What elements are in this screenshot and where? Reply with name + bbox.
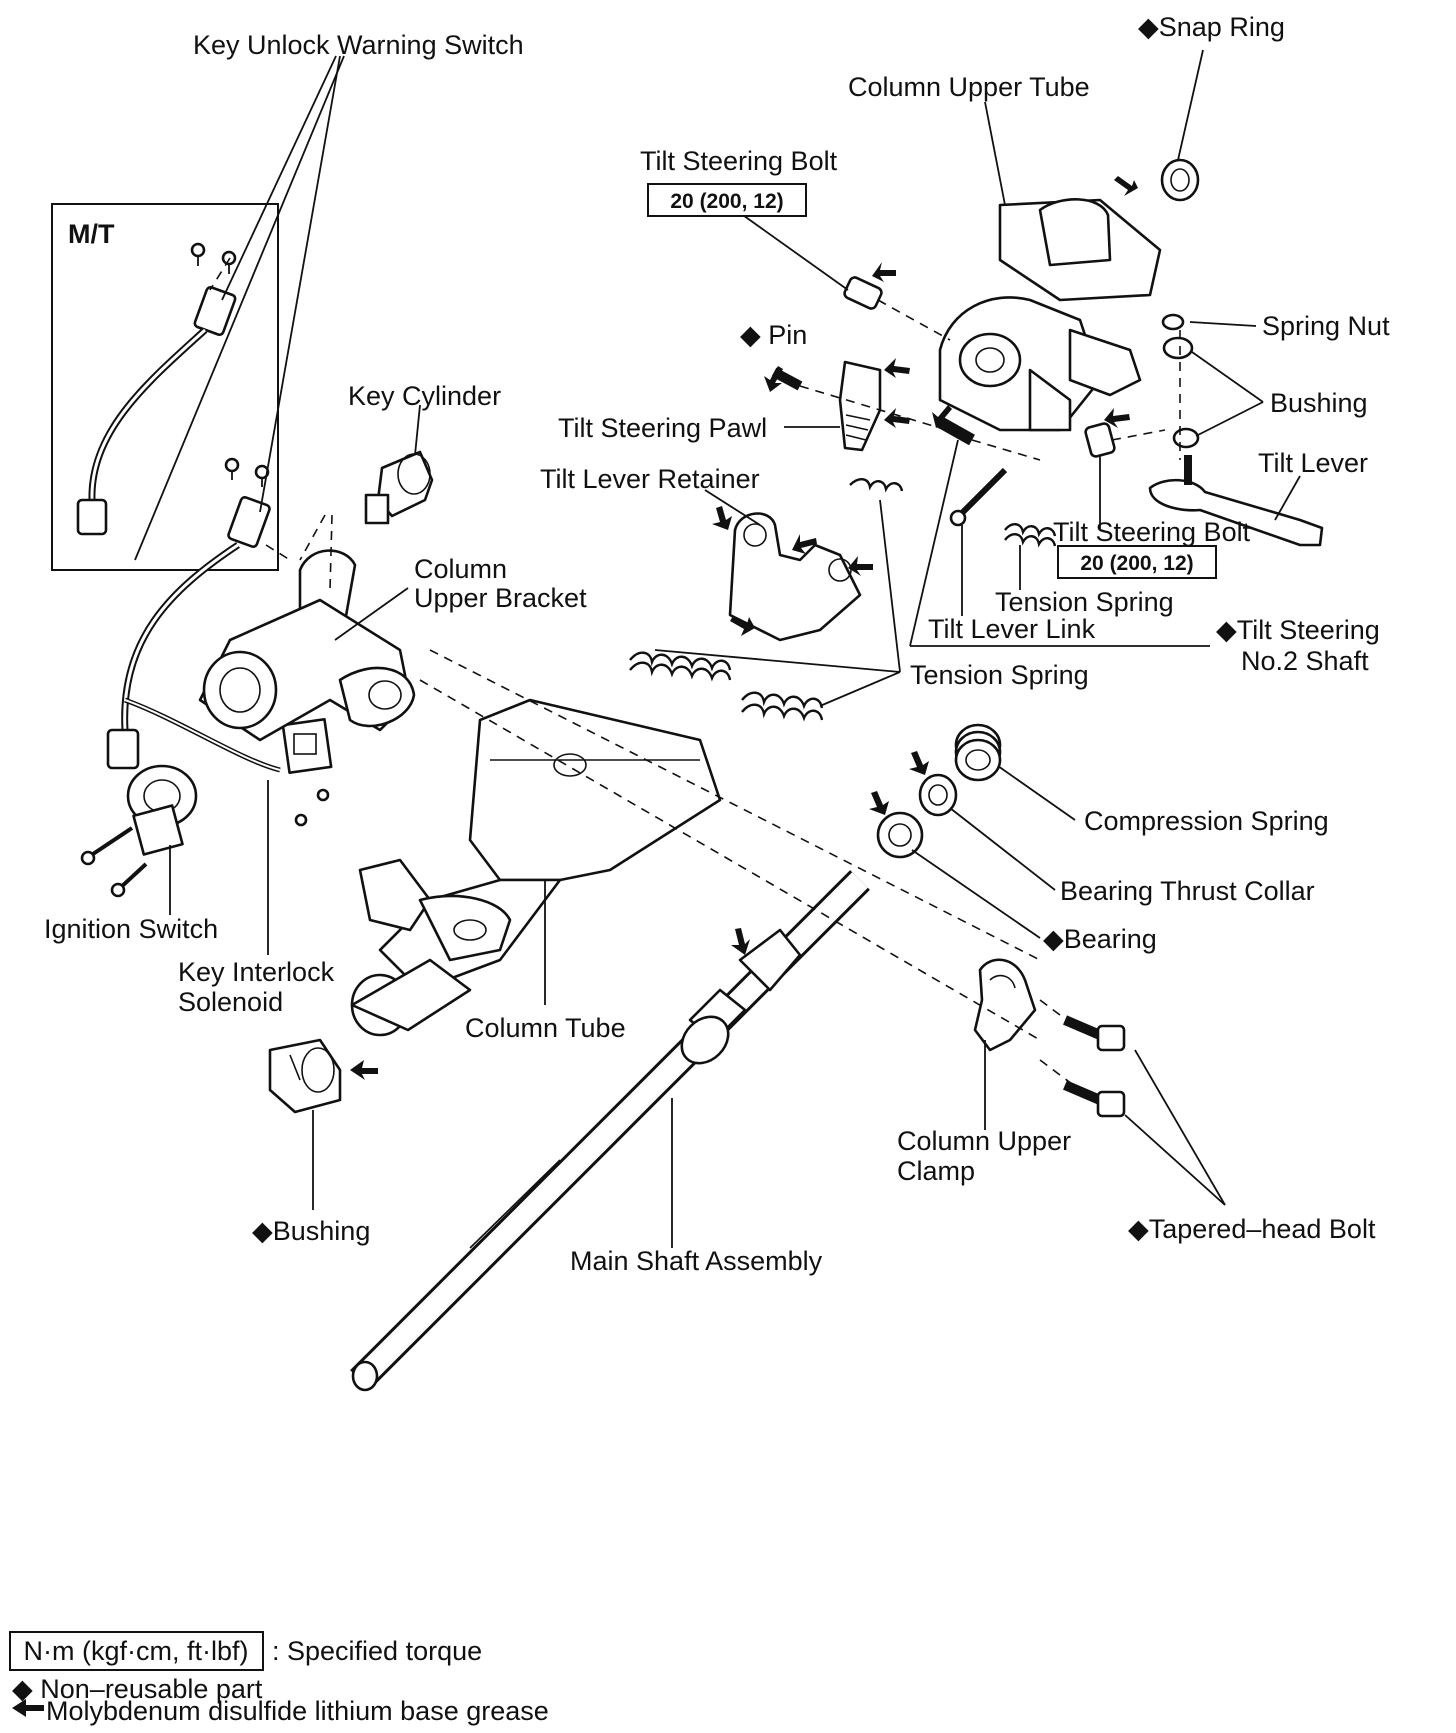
grease-arrow xyxy=(1104,408,1130,428)
tilt-lever-retainer-part xyxy=(728,512,862,642)
bushing-bottom-part xyxy=(268,1038,342,1114)
label-bearing: ◆Bearing xyxy=(1043,924,1157,954)
label-bushing-bottom: ◆Bushing xyxy=(252,1216,370,1246)
label-tilt-lever: Tilt Lever xyxy=(1258,448,1368,478)
tilt-steering-bolt-top-part xyxy=(843,276,883,310)
grease-arrow xyxy=(932,405,952,428)
tilt-steering-bolt-mid-part xyxy=(1084,422,1116,458)
label-main-shaft-assembly: Main Shaft Assembly xyxy=(570,1246,823,1276)
label-tension-spring-mid: Tension Spring xyxy=(995,587,1174,617)
label-column-upper-clamp-1: Column Upper xyxy=(897,1126,1071,1156)
grease-arrow xyxy=(1114,176,1138,196)
label-pin: ◆ Pin xyxy=(740,320,807,350)
grease-arrow xyxy=(872,262,896,282)
label-spring-nut: Spring Nut xyxy=(1262,311,1390,341)
label-column-upper-tube: Column Upper Tube xyxy=(848,72,1090,102)
snap-ring-part xyxy=(1160,158,1200,202)
label-column-upper-clamp-2: Clamp xyxy=(897,1156,975,1186)
label-tension-spring-low: Tension Spring xyxy=(910,660,1089,690)
label-tapered-head-bolt: ◆Tapered–head Bolt xyxy=(1128,1214,1376,1244)
label-bearing-thrust-collar: Bearing Thrust Collar xyxy=(1060,876,1315,906)
label-key-interlock-solenoid-2: Solenoid xyxy=(178,987,283,1017)
tilt-steering-no2-shaft-part xyxy=(937,416,975,446)
legend-torque-box xyxy=(9,1631,264,1671)
legend-non-reusable: ◆ Non–reusable part xyxy=(12,1674,263,1704)
grease-arrow xyxy=(712,506,732,530)
label-tilt-steering-no2-shaft-1: ◆Tilt Steering xyxy=(1216,615,1380,645)
grease-arrow xyxy=(869,791,889,815)
label-bushing-right: Bushing xyxy=(1270,388,1368,418)
assembly-dashed-lines xyxy=(209,257,1181,1091)
torque-spec-mid-text: 20 (200, 12) xyxy=(1080,552,1193,575)
torque-spec-top: 20 (200, 12) xyxy=(647,183,807,217)
label-ignition-switch: Ignition Switch xyxy=(44,914,218,944)
label-key-interlock-solenoid-1: Key Interlock xyxy=(178,957,335,987)
tilt-lever-part xyxy=(1148,455,1324,547)
label-compression-spring: Compression Spring xyxy=(1084,806,1329,836)
grease-arrow xyxy=(731,928,750,955)
tension-spring-parts xyxy=(629,478,1057,722)
part-labels: Key Unlock Warning Switch Key Cylinder C… xyxy=(44,12,1390,1276)
label-snap-ring: ◆Snap Ring xyxy=(1138,12,1285,42)
main-shaft-assembly-part xyxy=(350,870,870,1392)
mt-screws xyxy=(190,242,237,274)
label-key-cylinder: Key Cylinder xyxy=(348,381,501,411)
torque-spec-top-text: 20 (200, 12) xyxy=(670,190,783,213)
grease-arrow xyxy=(848,556,873,576)
key-cylinder xyxy=(364,450,434,525)
bearing-part xyxy=(876,811,924,859)
column-tube-part xyxy=(350,698,722,1037)
column-upper-tube-part xyxy=(938,198,1162,432)
spring-nut-part xyxy=(1161,313,1185,331)
leader-lines xyxy=(134,49,1301,1248)
mt-inset: M/T xyxy=(51,203,279,571)
legend-grease-arrow-icon xyxy=(12,1699,44,1717)
torque-spec-mid: 20 (200, 12) xyxy=(1057,545,1217,579)
label-tilt-steering-bolt-top: Tilt Steering Bolt xyxy=(640,146,838,176)
compression-spring-part xyxy=(954,723,1002,782)
tilt-steering-pawl-part xyxy=(838,360,882,452)
grease-arrow xyxy=(909,751,929,775)
label-tilt-steering-no2-shaft-2: No.2 Shaft xyxy=(1241,646,1369,676)
legend-torque-units: N·m (kgf·cm, ft·lbf) xyxy=(24,1636,249,1666)
mt-switch-harness xyxy=(76,285,237,536)
legend: N·m (kgf·cm, ft·lbf) : Specified torque … xyxy=(9,1631,549,1726)
label-key-unlock-warning-switch: Key Unlock Warning Switch xyxy=(193,30,524,60)
column-upper-clamp-part xyxy=(973,958,1037,1052)
column-upper-bracket xyxy=(198,549,416,742)
legend-grease: Molybdenum disulfide lithium base grease xyxy=(46,1696,549,1726)
label-tilt-steering-bolt-mid: Tilt Steering Bolt xyxy=(1053,517,1251,547)
label-tilt-steering-pawl: Tilt Steering Pawl xyxy=(558,413,767,443)
mt-label: M/T xyxy=(68,219,115,249)
legend-torque-desc: : Specified torque xyxy=(272,1636,482,1666)
label-column-upper-bracket-1: Column xyxy=(414,554,507,584)
snap-ring-inner xyxy=(1170,168,1190,192)
grease-arrow xyxy=(764,366,783,392)
tilt-lever-link-part xyxy=(949,467,1008,527)
label-tilt-lever-link: Tilt Lever Link xyxy=(928,614,1096,644)
grease-arrow xyxy=(884,358,910,378)
label-tilt-lever-retainer: Tilt Lever Retainer xyxy=(540,464,760,494)
grease-arrow xyxy=(792,534,817,554)
key-interlock-solenoid xyxy=(281,718,333,827)
bushing-right-part xyxy=(1162,336,1200,449)
label-column-tube: Column Tube xyxy=(465,1013,626,1043)
grease-arrow xyxy=(884,408,910,428)
grease-arrow xyxy=(730,616,755,636)
grease-arrows xyxy=(350,176,1138,1080)
label-column-upper-bracket-2: Upper Bracket xyxy=(414,583,587,613)
ignition-switch xyxy=(80,764,198,898)
key-unlock-harness xyxy=(106,457,281,773)
bearing-thrust-collar-part xyxy=(918,773,958,817)
tapered-head-bolt-parts xyxy=(1063,1015,1126,1118)
grease-arrow xyxy=(350,1060,378,1080)
